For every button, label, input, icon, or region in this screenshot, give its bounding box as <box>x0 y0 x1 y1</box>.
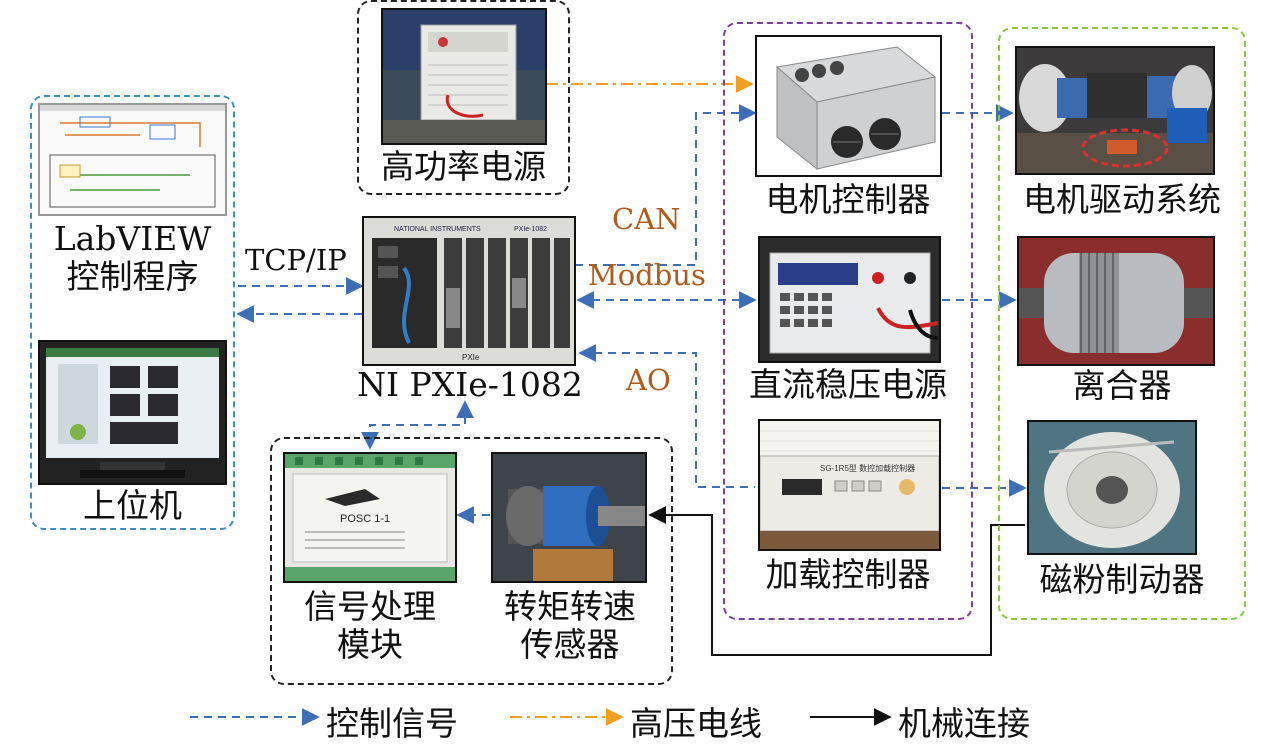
motor-controller-photo <box>755 35 942 177</box>
svg-text:POSC 1-1: POSC 1-1 <box>340 513 390 525</box>
load-group-box <box>998 27 1246 620</box>
dc-supply-label: 直流稳压电源 <box>749 365 947 404</box>
power-supply-photo <box>381 8 547 145</box>
signal-module-photo: POSC 1-1 <box>283 452 457 583</box>
controller-group-box <box>723 22 973 620</box>
mechanical-line <box>648 506 1025 656</box>
power-group-box <box>357 0 570 195</box>
can-label: CAN <box>612 202 681 236</box>
host-group-box <box>30 95 235 530</box>
svg-text:PXIe-1082: PXIe-1082 <box>514 226 547 233</box>
svg-text:PXIe: PXIe <box>462 353 480 362</box>
control-signal-lines <box>236 104 1027 524</box>
legend-high-voltage-label: 高压电线 <box>630 704 762 743</box>
ao-label: AO <box>626 363 671 397</box>
ao-line <box>578 344 755 488</box>
brake-photo <box>1027 420 1197 555</box>
modbus-label: Modbus <box>588 258 706 292</box>
labview-screenshot <box>38 103 227 216</box>
clutch-label: 离合器 <box>1072 366 1172 405</box>
motor-system-label: 电机驱动系统 <box>1023 180 1221 219</box>
host-label: 上位机 <box>83 486 182 525</box>
pxi-label: NI PXIe-1082 <box>357 365 583 404</box>
sensor-group-box <box>270 437 673 685</box>
torque-sensor-label: 转矩转速 传感器 <box>504 587 636 664</box>
load-controller-label: 加载控制器 <box>765 555 931 594</box>
labview-label: LabVIEW 控制程序 <box>53 219 212 296</box>
signal-module-label: 信号处理 模块 <box>304 587 436 664</box>
tcpip-label: TCP/IP <box>245 243 347 277</box>
power-supply-label: 高功率电源 <box>381 147 546 186</box>
dc-supply-photo <box>758 236 941 363</box>
torque-sensor-photo <box>491 452 647 583</box>
host-monitor <box>38 340 227 485</box>
clutch-photo <box>1017 236 1215 366</box>
svg-text:NATIONAL INSTRUMENTS: NATIONAL INSTRUMENTS <box>394 226 481 233</box>
pxi-to-signal-line <box>361 400 474 450</box>
can-line <box>575 104 757 266</box>
legend-mechanical-label: 机械连接 <box>898 704 1030 743</box>
legend-control-label: 控制信号 <box>326 704 458 743</box>
brake-label: 磁粉制动器 <box>1039 560 1205 599</box>
load-controller-photo: SG-1R5型 数控加载控制器 <box>758 419 941 551</box>
motor-controller-label: 电机控制器 <box>765 180 931 219</box>
pxi-chassis-photo: NATIONAL INSTRUMENTS PXIe-1082 PXIe <box>362 216 576 366</box>
svg-text:SG-1R5型 数控加载控制器: SG-1R5型 数控加载控制器 <box>820 463 915 473</box>
motor-system-photo <box>1015 46 1215 175</box>
